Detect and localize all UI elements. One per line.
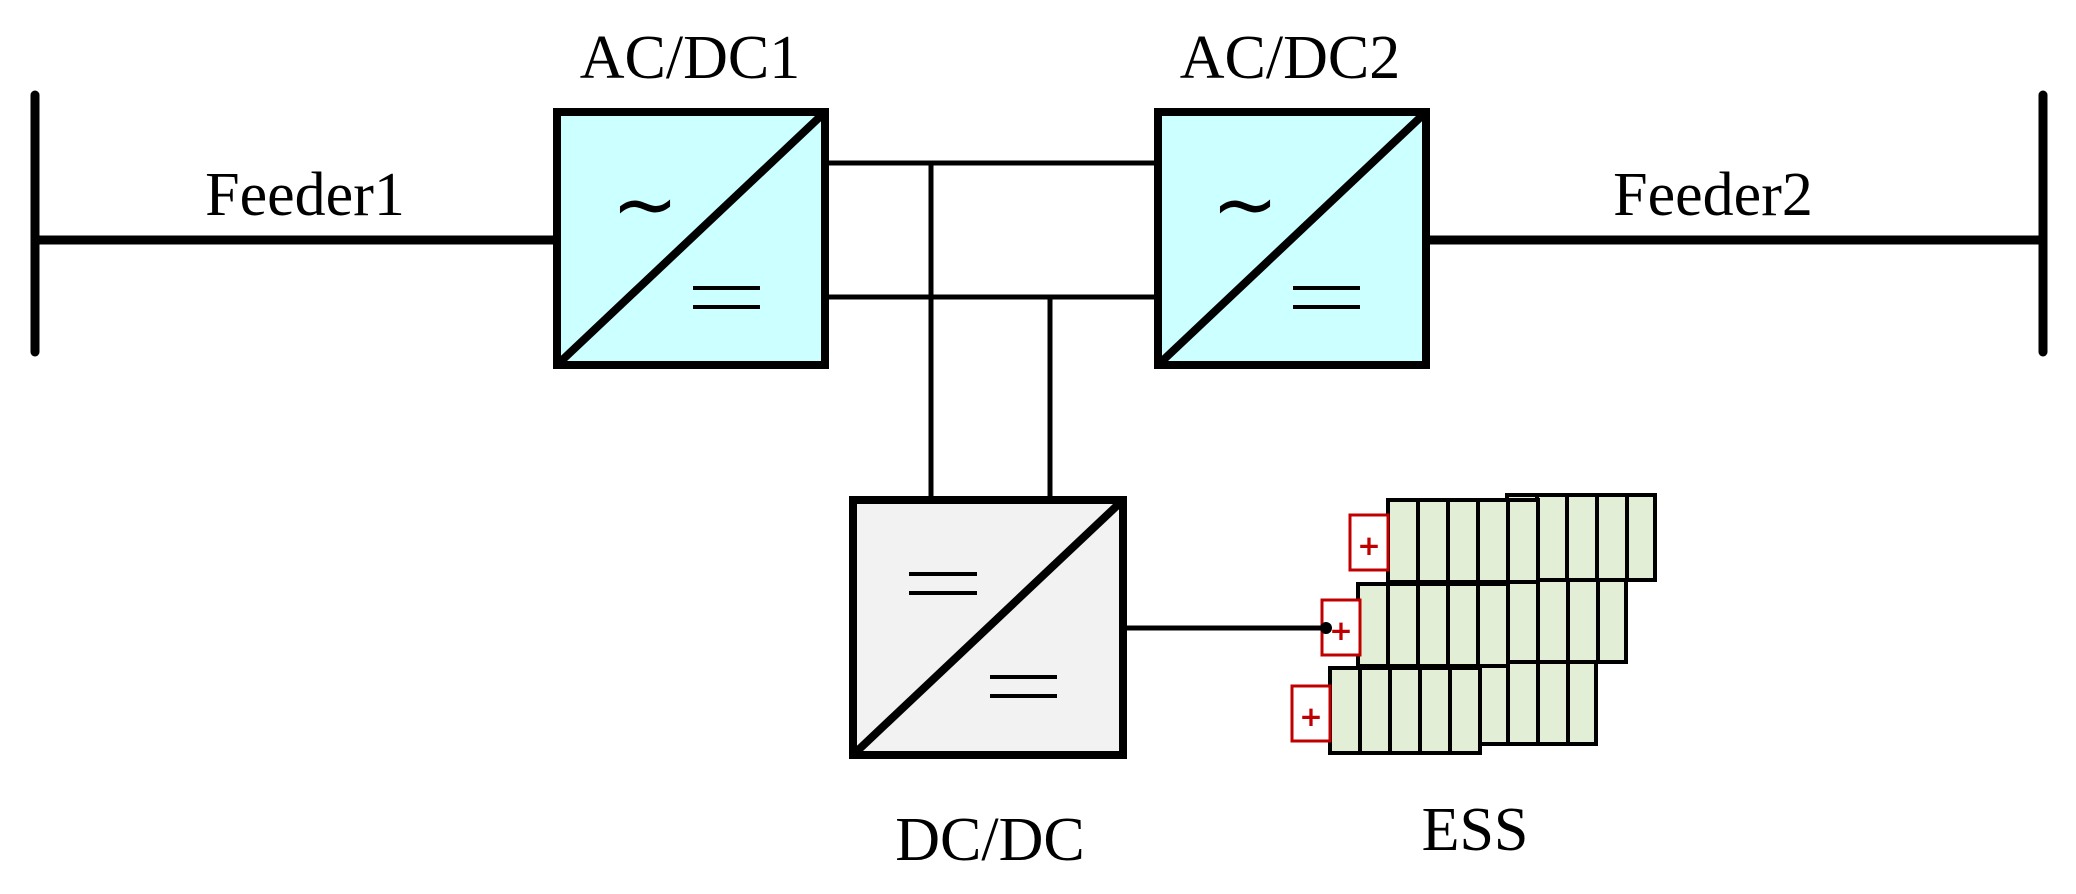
acdc1-converter: ~ [553, 108, 829, 369]
ess-battery-stack [1328, 493, 1657, 755]
feeder2-label: Feeder2 [1613, 161, 1813, 229]
ess-connection-node [1320, 622, 1332, 634]
acdc2-converter: ~ [1154, 108, 1430, 369]
battery-terminal-bottom: + [1290, 684, 1332, 743]
feeder1-label: Feeder1 [205, 161, 405, 229]
plus-icon: + [1329, 614, 1352, 647]
ac-symbol-icon: ~ [1211, 158, 1278, 251]
battery-cell-front-top [1386, 498, 1540, 584]
dcdc-label: DC/DC [895, 806, 1084, 874]
acdc1-label: AC/DC1 [580, 24, 800, 92]
battery-cell-front-middle [1356, 582, 1510, 668]
plus-icon: + [1299, 700, 1322, 733]
battery-terminal-top: + [1348, 513, 1390, 572]
ess-label: ESS [1422, 796, 1529, 864]
plus-icon: + [1357, 529, 1380, 562]
dc-symbol-icon [1293, 286, 1360, 309]
dcdc-converter [849, 496, 1127, 759]
dc-bus-wiring [825, 160, 1328, 631]
ac-symbol-icon: ~ [611, 158, 678, 251]
dc-symbol-icon [909, 572, 977, 595]
battery-cell-front-bottom [1328, 666, 1482, 755]
dc-symbol-icon [693, 286, 760, 309]
dc-symbol-icon [990, 675, 1057, 698]
acdc2-label: AC/DC2 [1180, 24, 1400, 92]
